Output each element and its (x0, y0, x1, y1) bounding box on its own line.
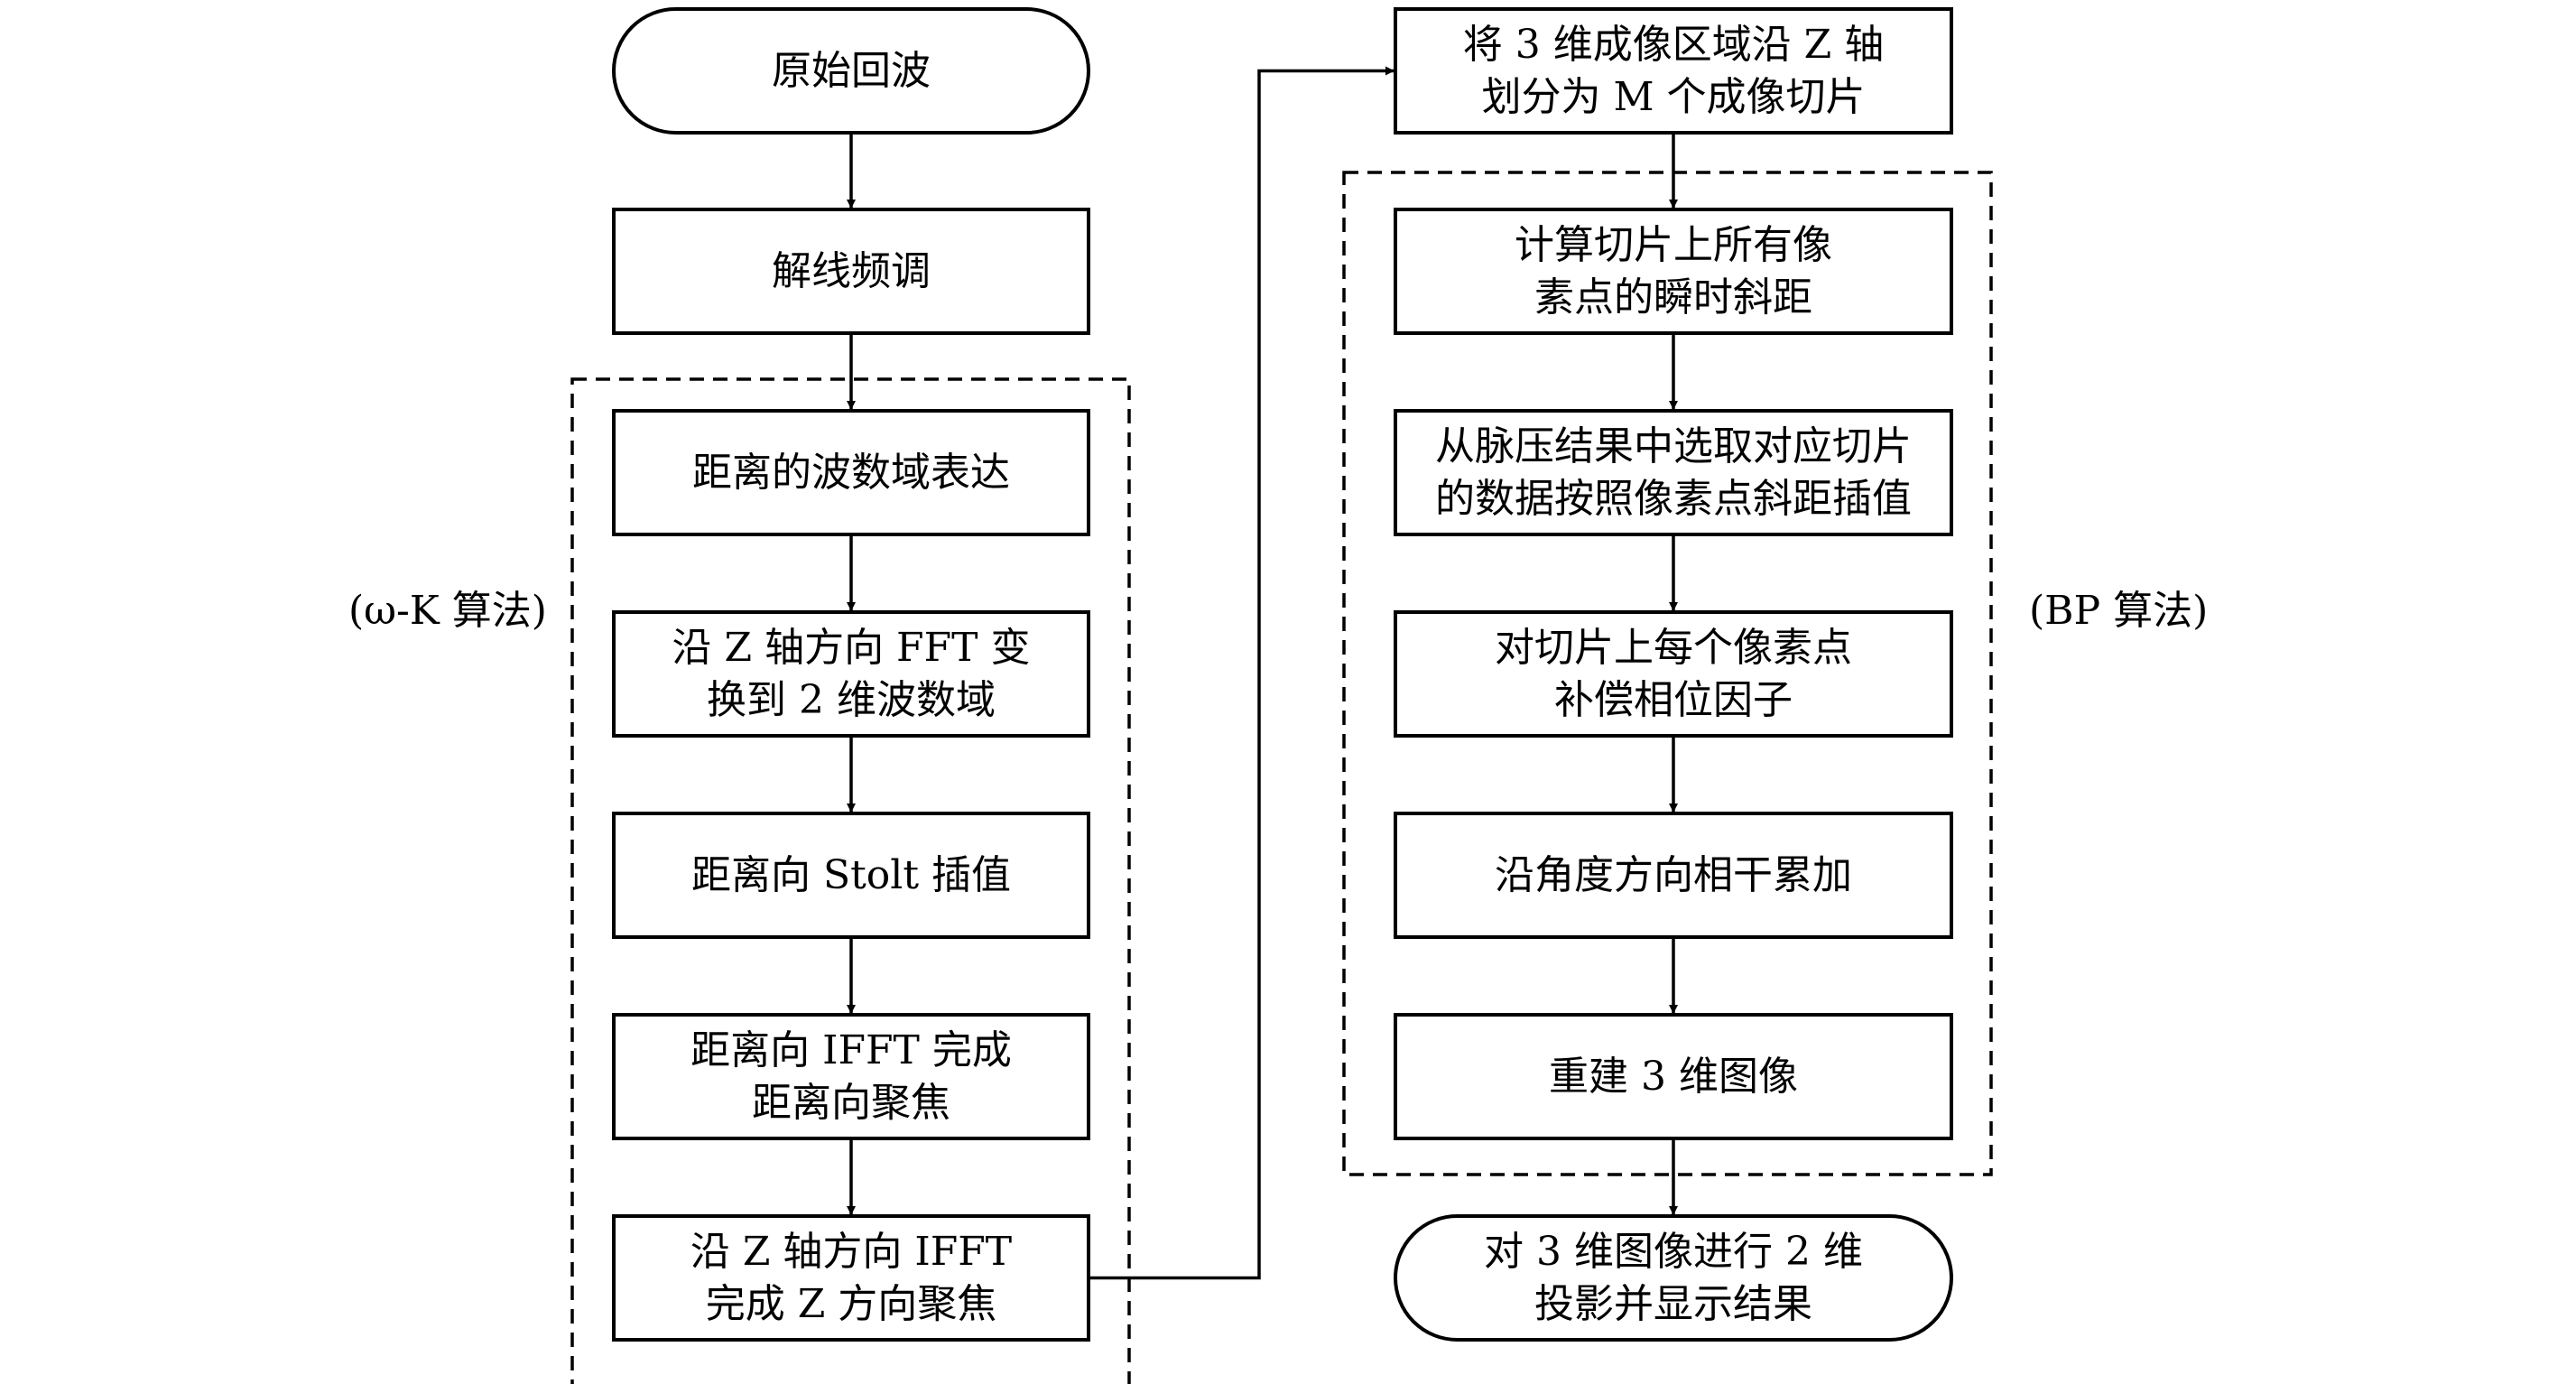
node-text: 完成 Z 方向聚焦 (705, 1280, 997, 1327)
node-text: 将 3 维成像区域沿 Z 轴 (1462, 21, 1885, 68)
flow-node-m4: 对切片上每个像素点 补偿相位因子 (1394, 610, 1953, 738)
node-text: 沿 Z 轴方向 IFFT (690, 1228, 1013, 1275)
node-text: 重建 3 维图像 (1549, 1053, 1798, 1100)
flow-node-n1: 原始回波 (612, 7, 1090, 135)
flow-node-m3: 从脉压结果中选取对应切片 的数据按照像素点斜距插值 (1394, 409, 1953, 536)
node-text: 的数据按照像素点斜距插值 (1435, 475, 1912, 522)
edge-n7-m1 (1090, 66, 1395, 1280)
flow-node-n5: 距离向 Stolt 插值 (612, 812, 1090, 939)
node-text: 计算切片上所有像 (1515, 221, 1832, 268)
node-text: 补偿相位因子 (1554, 676, 1793, 723)
flow-node-m6: 重建 3 维图像 (1394, 1013, 1953, 1140)
node-text: 距离向聚焦 (752, 1079, 950, 1126)
flow-node-m7: 对 3 维图像进行 2 维 投影并显示结果 (1394, 1214, 1953, 1342)
node-text: 距离向 IFFT 完成 (690, 1026, 1012, 1073)
node-text: 投影并显示结果 (1534, 1280, 1812, 1327)
flow-node-n2: 解线频调 (612, 208, 1090, 335)
node-text: 沿 Z 轴方向 FFT 变 (672, 624, 1031, 671)
flow-node-n6: 距离向 IFFT 完成 距离向聚焦 (612, 1013, 1090, 1140)
bp-group-box (1342, 171, 1993, 1176)
node-text: 沿角度方向相干累加 (1495, 851, 1852, 898)
node-text: 素点的瞬时斜距 (1534, 274, 1812, 320)
node-text: 距离的波数域表达 (692, 449, 1010, 496)
node-text: 解线频调 (772, 247, 931, 294)
node-text: 对切片上每个像素点 (1495, 624, 1852, 671)
node-text: 划分为 M 个成像切片 (1481, 73, 1866, 120)
node-text: 从脉压结果中选取对应切片 (1435, 423, 1912, 469)
node-text: 对 3 维图像进行 2 维 (1484, 1228, 1863, 1275)
flow-node-m1: 将 3 维成像区域沿 Z 轴 划分为 M 个成像切片 (1394, 7, 1953, 135)
flow-node-m2: 计算切片上所有像 素点的瞬时斜距 (1394, 208, 1953, 335)
node-text: 换到 2 维波数域 (707, 676, 996, 723)
omega-k-group-box (570, 377, 1131, 1384)
node-text: 距离向 Stolt 插值 (690, 851, 1012, 898)
bp-group-label: (BP 算法) (2029, 588, 2209, 634)
flow-node-m5: 沿角度方向相干累加 (1394, 812, 1953, 939)
node-text: 原始回波 (772, 47, 931, 94)
flow-node-n3: 距离的波数域表达 (612, 409, 1090, 536)
flow-node-n7: 沿 Z 轴方向 IFFT 完成 Z 方向聚焦 (612, 1214, 1090, 1342)
omega-k-group-label: (ω-K 算法) (348, 588, 547, 634)
flow-node-n4: 沿 Z 轴方向 FFT 变 换到 2 维波数域 (612, 610, 1090, 738)
